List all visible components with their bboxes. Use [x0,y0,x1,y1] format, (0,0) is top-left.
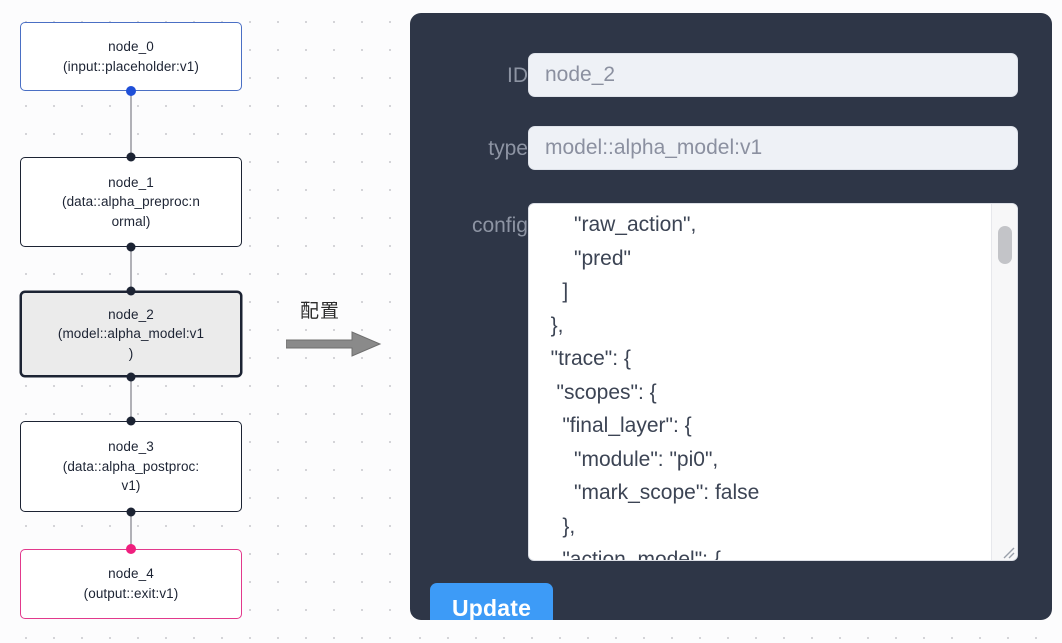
edge-node0-node1 [130,91,132,157]
graph-node-node_3[interactable]: node_3 (data::alpha_postproc: v1) [20,421,242,512]
graph-node-label: node_0 (input::placeholder:v1) [63,38,199,74]
node-handle-source-node_2[interactable] [126,372,136,382]
edge-node1-node2 [130,247,132,291]
node-handle-source-node_0[interactable] [126,86,136,96]
field-row-id: ID [430,53,1018,97]
node-handle-target-node_1[interactable] [126,152,136,162]
graph-node-node_1[interactable]: node_1 (data::alpha_preproc:n ormal) [20,157,242,247]
graph-node-label: node_1 (data::alpha_preproc:n ormal) [61,174,201,229]
type-field-label: type [488,137,528,160]
graph-node-label: node_4 (output::exit:v1) [83,566,179,601]
node-handle-source-node_3[interactable] [126,507,136,517]
graph-node-node_2[interactable]: node_2 (model::alpha_model:v1 ) [20,291,242,377]
arrow-right-icon [286,331,382,357]
graph-node-node_4[interactable]: node_4 (output::exit:v1) [20,549,242,619]
config-textarea-wrapper[interactable]: "raw_action", "pred" ] }, "trace": { "sc… [528,203,1018,561]
node-handle-source-node_1[interactable] [126,242,136,252]
config-textarea[interactable]: "raw_action", "pred" ] }, "trace": { "sc… [550,213,760,560]
config-field-label: config [471,214,528,237]
config-scrollbar-thumb[interactable] [998,226,1012,264]
graph-canvas[interactable]: node_0 (input::placeholder:v1) node_1 (d… [0,0,400,643]
config-scrollbar[interactable] [991,204,1017,560]
edge-node2-node3 [130,377,132,421]
field-row-type: type [430,126,1018,170]
graph-node-label: node_3 (data::alpha_postproc: v1) [62,439,200,494]
node-handle-target-node_3[interactable] [126,416,136,426]
id-field-label: ID [507,64,528,87]
update-button[interactable]: Update [430,583,554,620]
edge-node3-node4 [130,512,132,549]
node-handle-target-node_2[interactable] [126,286,136,296]
graph-node-label: node_2 (model::alpha_model:v1 ) [57,306,205,361]
annotation-config-arrow: 配置 [286,296,398,358]
resize-grip-icon[interactable] [1000,544,1015,559]
graph-node-node_0[interactable]: node_0 (input::placeholder:v1) [20,22,242,91]
id-input[interactable] [528,53,1018,97]
field-row-config: config "raw_action", "pred" ] }, "trace"… [430,203,1018,561]
node-config-panel: ID type config "raw_action", "pred" ] },… [410,13,1052,620]
annotation-label: 配置 [300,301,341,322]
node-handle-target-node_4[interactable] [126,544,136,554]
